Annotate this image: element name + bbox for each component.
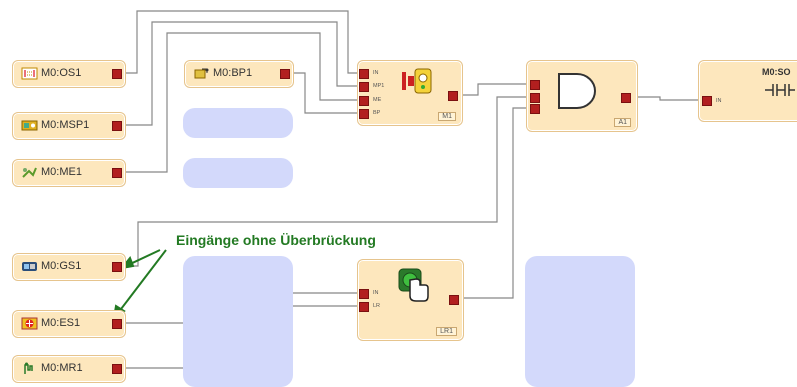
input-port-bp[interactable] bbox=[359, 109, 369, 119]
input-node-bp1[interactable]: M0:BP1 bbox=[184, 60, 294, 88]
input-port-lr[interactable] bbox=[359, 302, 369, 312]
input-port-3[interactable] bbox=[530, 104, 540, 114]
block-title: M0:SO bbox=[762, 67, 791, 77]
input-port-2[interactable] bbox=[530, 93, 540, 103]
empty-slot bbox=[183, 108, 293, 138]
wire-gs1 bbox=[121, 96, 531, 267]
output-port[interactable] bbox=[112, 168, 122, 178]
output-port[interactable] bbox=[449, 295, 459, 305]
safety-light-curtain-icon bbox=[21, 67, 38, 80]
block-tag: A1 bbox=[614, 118, 631, 127]
input-node-gs1[interactable]: M0:GS1 bbox=[12, 253, 126, 281]
wire-m1-a1 bbox=[457, 83, 531, 96]
input-port-in[interactable] bbox=[702, 96, 712, 106]
reset-function-block[interactable]: IN LR LR1 bbox=[357, 259, 464, 341]
annotation-label: Eingänge ohne Überbrückung bbox=[176, 232, 376, 248]
wire-me1 bbox=[121, 32, 361, 173]
input-node-os1[interactable]: M0:OS1 bbox=[12, 60, 126, 88]
wire-os1 bbox=[121, 10, 361, 74]
input-label: M0:BP1 bbox=[213, 67, 253, 79]
wire-bp1 bbox=[288, 72, 361, 114]
port-label: LR bbox=[373, 303, 381, 309]
reset-button-icon bbox=[398, 268, 429, 302]
port-label: MP1 bbox=[373, 83, 385, 89]
input-node-msp1[interactable]: M0:MSP1 bbox=[12, 112, 126, 140]
muting-function-block[interactable]: IN MP1 ME BP M1 bbox=[357, 60, 463, 126]
and-gate-icon bbox=[558, 73, 596, 109]
door-switch-icon bbox=[22, 262, 37, 271]
input-node-me1[interactable]: M0:ME1 bbox=[12, 159, 126, 187]
wire-a1-so bbox=[628, 96, 705, 101]
output-port[interactable] bbox=[448, 91, 458, 101]
block-tag: M1 bbox=[438, 112, 456, 121]
output-port[interactable] bbox=[112, 69, 122, 79]
empty-slot bbox=[525, 256, 635, 387]
output-contactor-icon bbox=[765, 84, 795, 96]
wire-lr1-a1 bbox=[458, 107, 531, 299]
output-port[interactable] bbox=[112, 262, 122, 272]
arrow-to-es1 bbox=[117, 249, 167, 314]
input-label: M0:MSP1 bbox=[41, 119, 90, 131]
input-label: M0:OS1 bbox=[41, 67, 82, 79]
wire-msp1 bbox=[121, 21, 361, 126]
muting-icon bbox=[402, 68, 432, 94]
input-node-mr1[interactable]: M0:MR1 bbox=[12, 355, 126, 383]
emergency-stop-icon bbox=[21, 317, 38, 330]
and-gate-block[interactable]: A1 bbox=[526, 60, 638, 132]
input-label: M0:ES1 bbox=[41, 317, 81, 329]
empty-slot bbox=[183, 158, 293, 188]
input-port-in[interactable] bbox=[359, 69, 369, 79]
port-label: ME bbox=[373, 97, 382, 103]
input-port-1[interactable] bbox=[530, 80, 540, 90]
input-port-mp1[interactable] bbox=[359, 82, 369, 92]
input-label: M0:GS1 bbox=[41, 260, 82, 272]
output-port[interactable] bbox=[621, 93, 631, 103]
manual-reset-icon bbox=[24, 362, 33, 374]
input-label: M0:ME1 bbox=[41, 166, 82, 178]
port-label: IN bbox=[716, 98, 722, 104]
port-label: IN bbox=[373, 70, 379, 76]
empty-slot bbox=[183, 256, 293, 387]
port-label: IN bbox=[373, 290, 379, 296]
output-port[interactable] bbox=[112, 364, 122, 374]
safety-output-block[interactable]: IN M0:SO bbox=[698, 60, 797, 122]
output-port[interactable] bbox=[280, 69, 290, 79]
output-port[interactable] bbox=[112, 319, 122, 329]
block-tag: LR1 bbox=[436, 327, 457, 336]
input-port-me[interactable] bbox=[359, 96, 369, 106]
bypass-key-icon bbox=[194, 68, 209, 79]
input-node-es1[interactable]: M0:ES1 bbox=[12, 310, 126, 338]
muting-enable-icon bbox=[22, 167, 37, 178]
input-port-in[interactable] bbox=[359, 289, 369, 299]
output-port[interactable] bbox=[112, 121, 122, 131]
port-label: BP bbox=[373, 110, 381, 116]
muting-sensor-icon bbox=[21, 120, 38, 131]
input-label: M0:MR1 bbox=[41, 362, 83, 374]
